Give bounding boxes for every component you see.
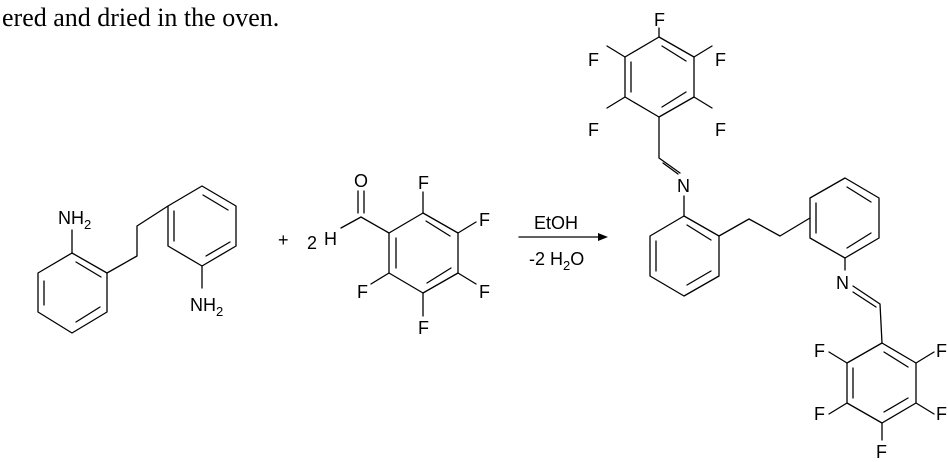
diamine-reactant: NH2 NH2 [37,185,237,334]
amine-label-right: NH2 [190,295,223,319]
right-phenyl-ring [167,185,237,267]
fluorine-label: F [814,341,825,361]
reaction-solvent: EtOH [534,213,578,233]
fluorine-label: F [418,318,429,338]
aldehyde-hydrogen: H [324,229,337,249]
fluorine-label: F [479,210,490,230]
stoichiometric-coefficient: 2 [307,233,317,253]
fluorine-label: F [715,50,726,70]
ethylene-bridge [106,205,169,274]
fluorine-label: F [357,282,368,302]
fluorine-label: F [715,120,726,140]
aldehyde-oxygen: O [354,171,368,191]
aldehyde-ring [388,212,459,294]
fluorine-label: F [418,173,429,193]
left-phenyl-ring [37,252,108,334]
imine-nitrogen: N [677,176,690,196]
fluorine-label: F [936,404,947,424]
plus-sign: + [278,230,289,250]
top-imine-bonds [658,116,685,217]
pentafluorobenzaldehyde-reactant: O H F F F F F [324,171,490,338]
bottom-pentafluorophenyl-ring: F F F F F [814,341,947,462]
bis-imine-product: F F F F F N N F F F F [588,10,947,462]
fluorine-label: F [588,50,599,70]
bottom-imine-bonds [844,257,883,344]
product-left-phenyl-ring [649,215,720,297]
fluorine-label: F [479,282,490,302]
reaction-arrow [518,233,608,241]
imine-nitrogen: N [836,273,849,293]
fluorine-label: F [814,404,825,424]
fluorine-label: F [654,10,665,30]
amine-label-left: NH2 [58,208,91,232]
aldehyde-cf-bonds [370,191,477,317]
body-text-fragment: ered and dried in the oven. [2,3,280,32]
fluorine-label: F [588,120,599,140]
top-pentafluorophenyl-ring: F F F F F [588,10,726,140]
product-ethylene-bridge [718,217,811,237]
fluorine-label: F [936,341,947,361]
fluorine-label: F [876,442,887,462]
product-right-phenyl-ring [809,177,880,259]
reaction-byproduct: -2 H2O [529,249,584,273]
aldehyde-bonds [340,190,390,234]
